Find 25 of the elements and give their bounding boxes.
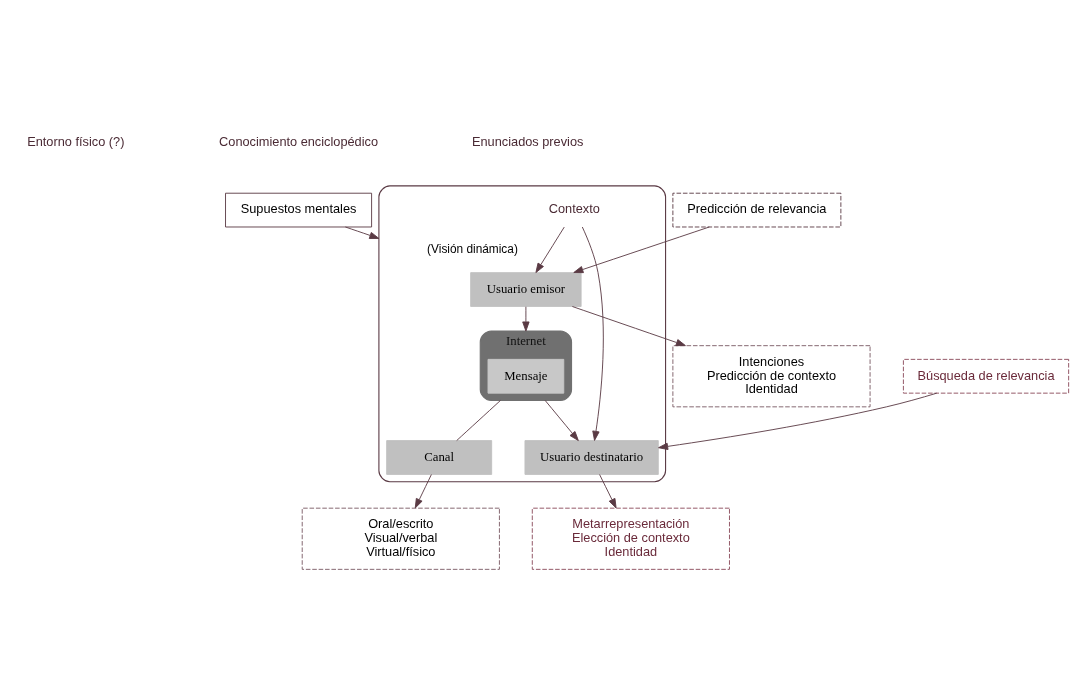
arrow: [522, 305, 530, 332]
arrow: [535, 226, 565, 273]
label: Enunciados previos: [472, 133, 584, 149]
node-box: Supuestos mentales: [225, 192, 373, 227]
node-box: Búsqueda de relevancia: [902, 358, 1070, 394]
label: Entorno físico (?): [27, 133, 125, 149]
connector: [456, 399, 501, 441]
node-box: Intenciones Predicción de contexto Identidad: [672, 344, 871, 407]
node-box: Usuario emisor: [470, 271, 582, 307]
arrow: [344, 226, 380, 239]
arrow: [599, 473, 617, 508]
arrow: [571, 305, 686, 346]
arrow: [544, 399, 579, 441]
node-box: Predicción de relevancia: [672, 192, 842, 227]
arrow: [658, 392, 938, 450]
node-box: Canal: [386, 439, 493, 475]
edge-label: (Visión dinámica): [427, 241, 518, 256]
arrow: [573, 226, 710, 273]
arrow: [581, 226, 604, 441]
node-box: Oral/escrito Visual/verbal Virtual/físico: [301, 507, 500, 570]
arrow: [414, 473, 432, 508]
node-box: Metarrepresentación Elección de contexto Identidad: [531, 507, 730, 570]
node-box: Usuario destinatario: [524, 439, 659, 475]
label: Conocimiento enciclopédico: [219, 133, 379, 149]
node-box: Mensaje: [487, 358, 565, 394]
